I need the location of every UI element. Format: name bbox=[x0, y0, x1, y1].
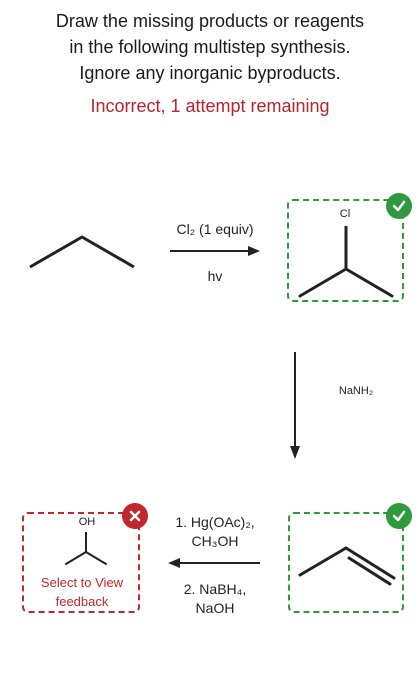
product1-chlorine-label: Cl bbox=[339, 208, 351, 220]
step3-reagent-line4: NaOH bbox=[195, 600, 235, 616]
feedback-line-2: feedback bbox=[55, 594, 109, 609]
product1-answer-box[interactable] bbox=[287, 199, 404, 302]
feedback-line-1: Select to View bbox=[40, 575, 124, 590]
question-text: Draw the missing products or reagents in… bbox=[10, 8, 410, 86]
check-icon bbox=[392, 510, 406, 522]
step3-reagent-line3: 2. NaBH₄, bbox=[183, 581, 247, 597]
view-feedback-link[interactable]: Select to View feedback bbox=[30, 573, 134, 611]
close-icon bbox=[129, 510, 141, 522]
step1-reagent-label: Cl₂ (1 equiv) bbox=[176, 221, 254, 237]
product2-answer-box[interactable] bbox=[288, 512, 404, 613]
check-icon bbox=[392, 200, 406, 212]
product3-error-badge bbox=[122, 503, 148, 529]
question-line-3: Ignore any inorganic byproducts. bbox=[79, 63, 341, 83]
question-line-1: Draw the missing products or reagents bbox=[55, 11, 365, 31]
product3-answer-box[interactable] bbox=[22, 512, 140, 613]
product3-hydroxyl-label: OH bbox=[78, 516, 96, 528]
step3-reagent-line1: 1. Hg(OAc)₂, bbox=[175, 514, 255, 530]
step1-condition-label: hv bbox=[207, 268, 223, 284]
question-line-2: in the following multistep synthesis. bbox=[69, 37, 351, 57]
attempt-status: Incorrect, 1 attempt remaining bbox=[90, 96, 330, 116]
product1-check-badge bbox=[386, 193, 412, 219]
step2-reagent-label: NaNH₂ bbox=[338, 385, 374, 397]
step3-reagent-line2: CH₃OH bbox=[191, 533, 239, 549]
product2-check-badge bbox=[386, 503, 412, 529]
